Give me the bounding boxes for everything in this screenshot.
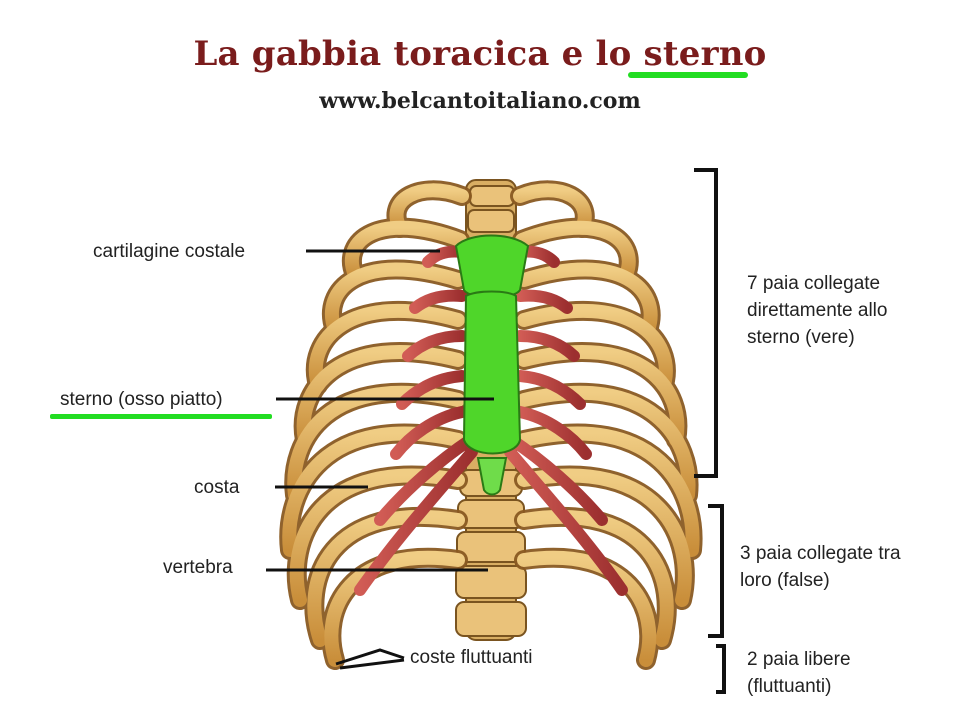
label-costa: costa [194,477,240,498]
costal-cartilages [354,245,628,596]
website-url: www.belcantoitaliano.com [319,88,641,114]
label-coste-fluttuanti: coste fluttuanti [410,647,533,668]
bracket-libere [716,644,726,694]
label-group-libere: 2 paia libere (fluttuanti) [747,649,851,697]
page-title: La gabbia toracica e lo sterno [193,34,767,74]
label-cartilagine-costale: cartilagine costale [93,241,246,262]
sternum [454,234,530,496]
pointer-lines [266,249,494,670]
label-vertebra: vertebra [163,557,233,578]
label-group-false: 3 paia collegate tra loro (false) [740,543,901,591]
bracket-vere [694,168,718,478]
title-highlight [628,72,748,78]
label-sterno: sterno (osso piatto) [60,389,223,410]
sterno-highlight [50,414,272,419]
label-group-vere: 7 paia collegate direttamente allo stern… [747,273,888,348]
bracket-false [708,504,724,638]
